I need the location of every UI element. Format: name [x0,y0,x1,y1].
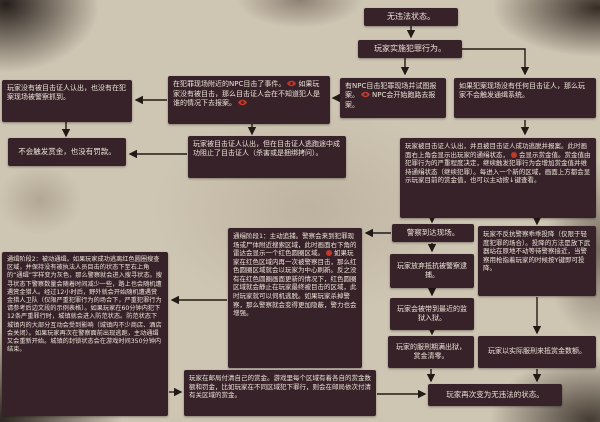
node-lawless-state-again: 玩家再次变为无违法的状态。 [428,384,562,406]
node-no-resist-arrested: 玩家放弃抵抗被警察逮捕。 [390,254,474,288]
wanted-dot-icon [511,151,517,158]
eye-icon [237,99,248,109]
node-released-bounty-cleared: 玩家的服刑期满出狱，赏金清零。 [388,336,474,368]
node-text: NPC会开始跑路去报案。 [345,91,436,110]
node-npc-witnessed-event: 在犯罪现场附近的NPC目击了事件。如果玩家没有被目击，那么目击证人会在不知道犯人… [168,76,330,124]
red-circle-icon [326,250,332,257]
node-crime-committed: 玩家实施犯罪行为。 [358,40,462,58]
node-text: 如果玩家在红色区域内再一次被警察目击，那么红色圆圈区域就会以玩家为中心刷新。反之… [233,249,357,318]
node-text: 在犯罪现场附近的NPC目击了事件。 [173,80,286,88]
node-jail-time-offsets-bounty: 玩家以实际服刑来抵赏金数额。 [478,336,596,368]
node-text: 玩家被目击证人认出，并且被目击证人成功逃脱并报案。此时画面右上角会显示出玩家的通… [405,142,587,159]
node-wanted-stage2-passive: 通缉阶段2：被动通缉。如果玩家成功逃离红色圆圈搜查区域，并保持没有被执法人员目击… [2,252,168,416]
node-lawless-state: 无违法状态。 [364,8,458,26]
node-surrender-instructions: 玩家不反抗警察乖乖投降（仅限于轻度犯罪的场合）。投降的方法是放下武器站在原地不动… [478,226,596,296]
node-identified-and-reported: 玩家被目击证人认出，并且被目击证人成功逃脱并报案。此时画面右上角会显示出玩家的通… [400,138,596,218]
node-text: 会显示赏金值。赏金值由犯罪行为的严重程度决定，继续触发犯罪行为会增加赏金值并维持… [405,150,591,185]
node-wanted-stage1-active: 通缉阶段1：主动追捕。警察会来到犯罪现场或尸体附近搜索区域，此时画面右下角的雷达… [228,228,362,368]
node-pay-bounty-at-post-office: 玩家在邮局付清自己的赏金。游戏里每个区域有着各自的赏金数额和罚金，比如玩家在不同… [184,370,376,416]
node-not-identified: 玩家没有被目击证人认出，也没有在犯案现场被警察抓到。 [2,80,132,122]
eye-icon [286,80,297,90]
node-no-bounty: 不会触发赏金，也没有罚款。 [8,138,126,166]
node-text: 通缉阶段1：主动追捕。警察会来到犯罪现场或尸体附近搜索区域，此时画面右下角的雷达… [233,232,357,258]
node-text: 有NPC目击犯罪现场并试图报案。 [345,82,437,100]
node-taken-to-jail: 玩家会被带到最近的监狱入狱。 [390,298,474,330]
node-witness-stopped: 玩家被目击证人认出，但在目击证人逃跑途中成功阻止了目击证人（杀害或是捆绑拷问）。 [188,136,346,178]
node-police-arrive: 警察到达现场。 [392,224,474,242]
node-text: 如果玩家没有被目击，那么目击证人会在不知道犯人是谁的情况下去报案。 [173,80,320,108]
node-npc-tries-to-report: 有NPC目击犯罪现场并试图报案。NPC会开始跑路去报案。 [340,78,446,118]
eye-icon [360,91,371,101]
node-no-witnesses: 如果犯案现场没有任何目击证人，那么玩家不会触发通缉系统。 [454,78,596,118]
